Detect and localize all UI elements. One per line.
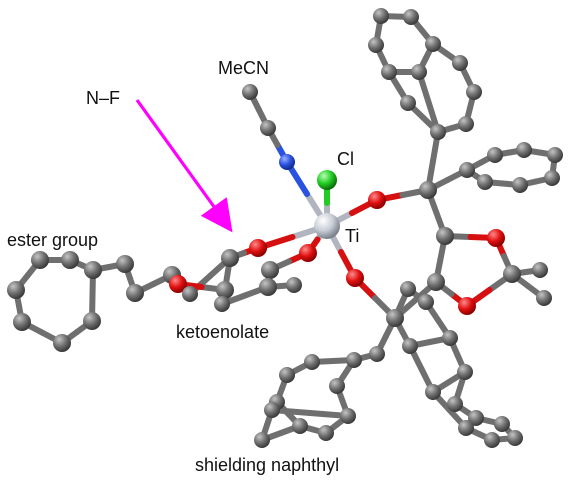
atom-c-b1 [84,261,102,279]
atom-c-p11 [264,402,280,418]
atom-c-n4 [457,364,473,380]
atom-c-k1 [221,249,239,267]
atom-c-r2 [487,147,503,163]
titanium-label: Ti [345,226,360,246]
atom-c-n8 [507,430,523,446]
atom-c-b5 [13,313,31,331]
atom-c-u5 [381,64,397,80]
atom-c-u2 [403,9,419,25]
atom-c-r7 [477,174,493,190]
atom-c-n7 [494,416,510,432]
atom-c-qA [419,181,437,199]
atom-c-n10 [458,420,474,436]
atom-c-p1 [369,346,385,362]
atom-o-Oa [368,191,386,209]
atom-c-u4 [411,64,427,80]
atom-c-b3 [31,251,49,269]
shielding-naphthyl-label: shielding naphthyl [195,455,340,475]
atom-c-dQ [503,265,521,283]
atom-c-b2 [61,251,79,269]
atom-c-p6 [292,418,308,434]
atom-c-k2 [261,261,279,279]
atom-c-p10 [254,432,270,448]
atom-n-N1 [279,154,295,170]
atom-c-Cm1 [242,84,258,100]
atom-c-u7 [452,55,468,71]
atom-c-p2 [346,352,362,368]
atoms [7,8,563,448]
attack-arrow [135,99,233,233]
atom-c-r6 [512,177,528,193]
atom-c-dA [436,227,454,245]
atom-c-b7 [83,312,101,330]
ketoenolate-label: ketoenolate [176,322,270,342]
atom-o-dO1 [487,229,505,247]
atom-c-qB [386,309,404,327]
atom-c-u10 [430,124,446,140]
chlorine-label: Cl [337,149,354,169]
atom-c-u8 [466,84,482,100]
atom-c-n3 [442,330,458,346]
atom-c-n6 [468,410,484,426]
mecn-label: MeCN [218,58,270,78]
atom-c-n2 [418,294,434,310]
atom-cl-Cl [317,170,337,190]
atom-c-p9 [304,354,320,370]
atom-c-kme [182,286,198,302]
atom-c-b6 [53,334,71,352]
atom-c-e2 [126,284,144,302]
atom-ti-Ti [314,213,340,239]
atom-o-Oe [169,275,187,293]
atom-c-dM1 [532,262,548,278]
atom-c-u6 [368,37,384,53]
atom-c-p8 [279,367,295,383]
atom-o-Ob [346,269,364,287]
atom-c-b4 [7,281,25,299]
atom-c-n12 [402,338,418,354]
atom-c-r5 [544,170,560,186]
atom-o-dO2 [458,297,476,315]
atom-c-u3 [425,36,441,52]
atom-c-u1 [373,8,389,24]
atom-c-Cn1 [260,120,276,136]
atom-c-kme2 [286,277,302,293]
atom-c-p4 [340,408,356,424]
nf-reagent-label: N–F [86,88,121,108]
atom-c-n11 [425,384,441,400]
atom-o-Ok1 [249,239,267,257]
atom-o-Ok2 [299,244,317,262]
atom-c-r1 [459,162,475,178]
atom-c-r3 [516,142,532,158]
atom-c-u11 [400,95,416,111]
atom-c-r4 [547,147,563,163]
atom-c-k3 [216,281,234,299]
atom-c-u9 [458,116,474,132]
atom-c-p5 [318,425,334,441]
atom-c-dM2 [536,290,552,306]
atom-c-n1 [400,281,416,297]
atom-c-k4 [259,278,277,296]
atom-c-e3 [116,255,134,273]
atom-c-n9 [484,432,500,448]
atom-c-n5 [447,396,463,412]
atom-c-km [214,296,230,312]
atom-c-p3 [329,378,345,394]
ester-group-label: ester group [7,230,99,250]
atom-c-dB [427,273,445,291]
